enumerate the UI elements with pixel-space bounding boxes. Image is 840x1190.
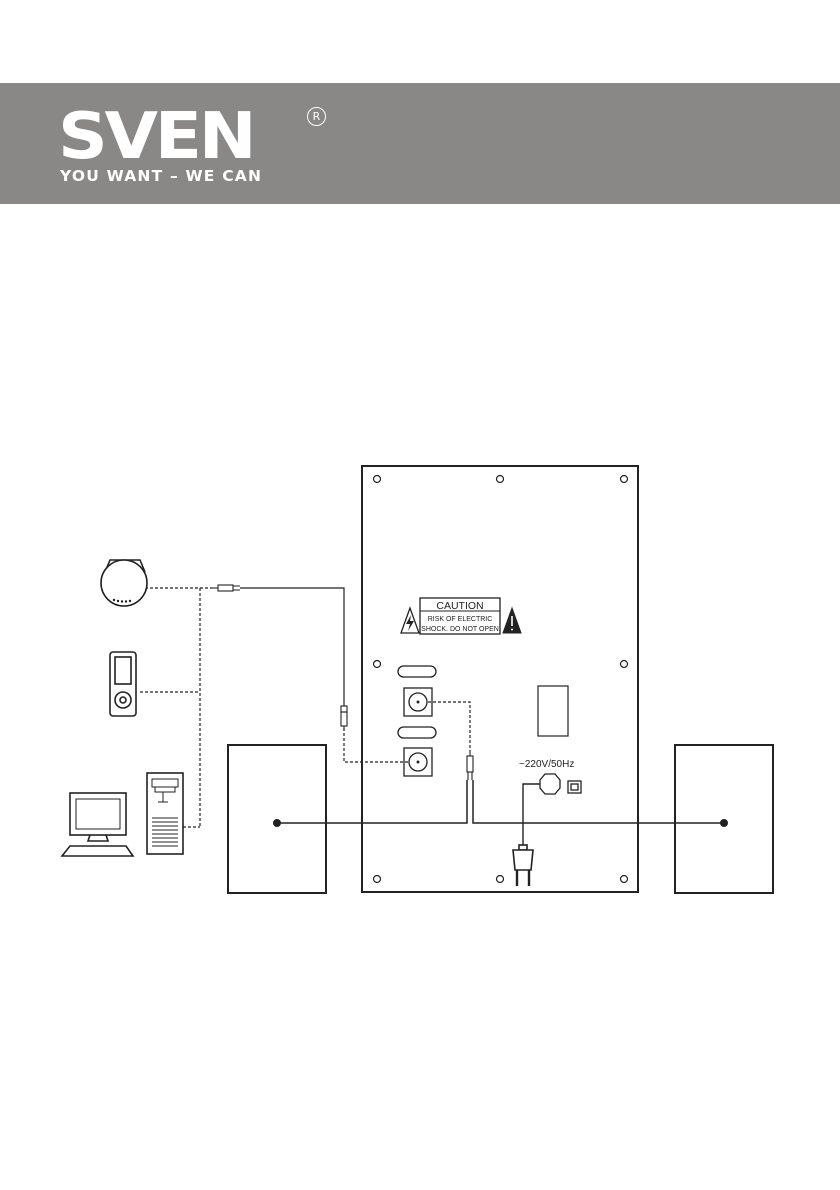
minijack-plug-icon [212,584,240,592]
power-rating-label: ~220V/50Hz [519,759,574,770]
header-banner: SVEN R YOU WANT – WE CAN [0,83,840,204]
subwoofer-panel [361,465,639,893]
registered-mark: R [307,107,326,126]
brand-logo: SVEN [58,100,257,174]
brand-slogan: YOU WANT – WE CAN [60,167,263,185]
right-satellite-speaker [674,744,774,894]
left-satellite-speaker [227,744,327,894]
speaker-wires [277,780,724,824]
caution-title: CAUTION [436,600,483,612]
caution-line2: SHOCK. DO NOT OPEN [421,626,499,633]
caution-label: CAUTION RISK OF ELECTRIC SHOCK. DO NOT O… [400,597,522,635]
caution-line1: RISK OF ELECTRIC [428,616,493,623]
lightning-warning-icon [400,606,420,634]
power-cord [512,773,561,886]
power-plug-icon [512,844,534,886]
mp3-player-icon [109,651,137,717]
minijack-plug-icon [466,752,474,780]
minijack-plug-icon [340,705,348,730]
desktop-computer-icon [60,772,184,857]
panel-connectors [397,665,582,794]
exclamation-warning-icon [502,606,522,634]
cd-player-icon [100,559,148,607]
audio-cables [140,587,471,828]
